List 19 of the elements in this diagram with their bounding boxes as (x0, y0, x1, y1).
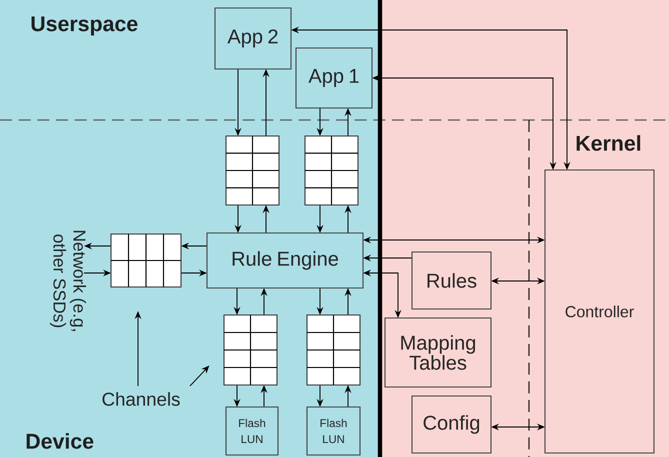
app-box: App 1 (295, 47, 373, 109)
queue-grid (225, 135, 280, 206)
flash-box: Flash LUN (306, 406, 361, 456)
queue-grid (304, 135, 359, 206)
table-box: Mapping Tables (384, 317, 492, 388)
channels-label: Channels (102, 392, 180, 406)
controller-box: Controller (544, 169, 655, 454)
network-label: Network (e.g, other SSDs) (50, 230, 86, 331)
queue-grid (110, 233, 182, 288)
engine-box: Rule Engine (206, 232, 364, 289)
queue-grid (306, 314, 361, 386)
device-heading: Device (26, 433, 94, 449)
kernel-heading: Kernel (576, 135, 640, 151)
flash-box: Flash LUN (225, 406, 279, 456)
app-box: App 2 (214, 7, 292, 70)
userspace-heading: Userspace (32, 16, 138, 36)
config-box: Config (411, 395, 492, 454)
rules-box: Rules (411, 251, 492, 310)
queue-grid (223, 314, 278, 386)
